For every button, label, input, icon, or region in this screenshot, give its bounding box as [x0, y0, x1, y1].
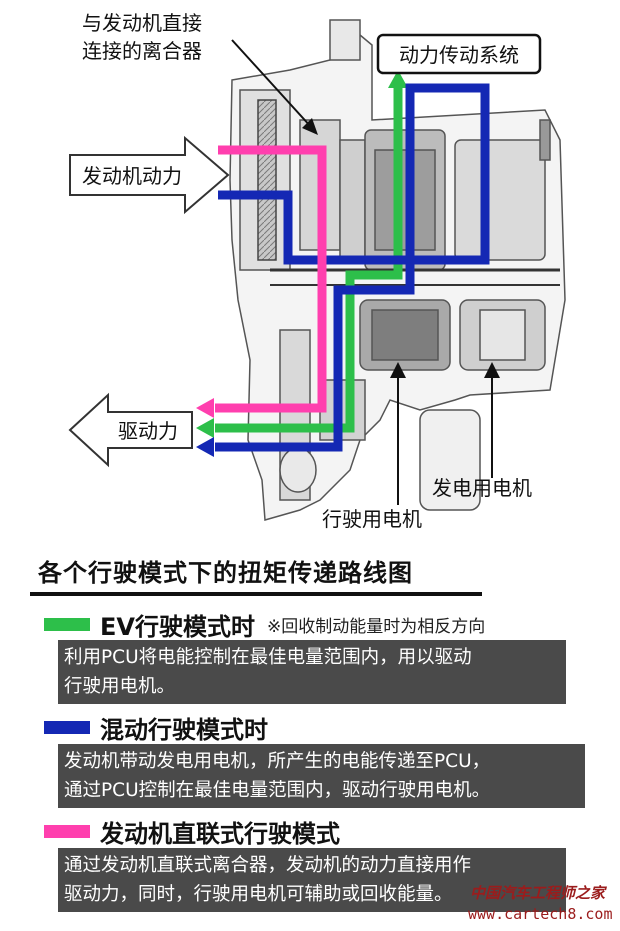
- direct-arrowhead: [196, 398, 214, 418]
- ev-mode-description: 利用PCU将电能控制在最佳电量范围内，用以驱动 行驶用电机。: [58, 640, 566, 704]
- hybrid-mode-description: 发动机带动发电用电机，所产生的电能传递至PCU， 通过PCU控制在最佳电量范围内…: [58, 744, 585, 808]
- ev-color-swatch: [44, 618, 90, 631]
- clutch-label-line2: 连接的离合器: [82, 40, 202, 63]
- hybrid-color-swatch: [44, 721, 90, 734]
- direct-mode-heading: 发动机直联式行驶模式: [44, 814, 340, 849]
- clutch-pointer: [231, 39, 313, 129]
- drive-motor-label: 行驶用电机: [322, 508, 422, 531]
- ev-arrowhead: [196, 418, 214, 438]
- clutch-pointer-head: [302, 118, 318, 135]
- direct-mode-description: 通过发动机直联式离合器，发动机的动力直接用作 驱动力，同时，行驶用电机可辅助或回…: [58, 848, 566, 912]
- legend-title-underline: [30, 592, 482, 596]
- direct-desc-line-1: 通过发动机直联式离合器，发动机的动力直接用作: [64, 855, 472, 876]
- watermark-url: www.cartech8.com: [468, 905, 613, 923]
- ev-power-path: [215, 78, 403, 433]
- hybrid-mode-heading: 混动行驶模式时: [44, 710, 268, 745]
- legend-title: 各个行驶模式下的扭矩传递路线图: [38, 559, 413, 587]
- hybrid-power-path: [215, 83, 490, 452]
- system-label: 动力传动系统: [399, 44, 519, 67]
- drive-force-label: 驱动力: [118, 420, 178, 443]
- watermark-site-name: 中国汽车工程师之家: [470, 884, 606, 902]
- clutch-label-line1: 与发动机直接: [82, 12, 202, 35]
- ev-top-arrowhead: [388, 70, 408, 88]
- drive-force-arrow: 驱动力: [68, 392, 193, 468]
- hybrid-mode-title: 混动行驶模式时: [100, 716, 268, 744]
- generator-label: 发电用电机: [432, 477, 532, 500]
- direct-power-path: [215, 145, 327, 413]
- direct-mode-title: 发动机直联式行驶模式: [100, 820, 340, 848]
- hybrid-desc-line-1: 发动机带动发电用电机，所产生的电能传递至PCU，: [64, 751, 491, 772]
- direct-desc-line-2: 驱动力，同时，行驶用电机可辅助或回收能量。: [64, 884, 453, 905]
- ev-mode-note: ※回收制动能量时为相反方向: [266, 617, 486, 637]
- ev-mode-title: EV行驶模式时: [100, 613, 255, 641]
- generator-pointer-head: [484, 362, 500, 378]
- engine-power-label: 发动机动力: [82, 165, 182, 188]
- torque-path-diagram: 发动机动力 驱动力 与发动机直接 连接的离合器 动力传动系统 发电用电机 行驶用…: [68, 12, 566, 531]
- system-label-box: [376, 33, 542, 75]
- ev-desc-line-1: 利用PCU将电能控制在最佳电量范围内，用以驱动: [64, 647, 472, 668]
- drive-motor-pointer-head: [390, 362, 406, 378]
- engine-power-arrow: 发动机动力: [69, 135, 230, 215]
- direct-color-swatch: [44, 825, 90, 838]
- ev-mode-heading: EV行驶模式时 ※回收制动能量时为相反方向: [44, 607, 485, 642]
- hybrid-arrowhead: [196, 437, 214, 457]
- hybrid-desc-line-2: 通过PCU控制在最佳电量范围内，驱动行驶用电机。: [64, 780, 491, 801]
- ev-desc-line-2: 行驶用电机。: [64, 676, 176, 697]
